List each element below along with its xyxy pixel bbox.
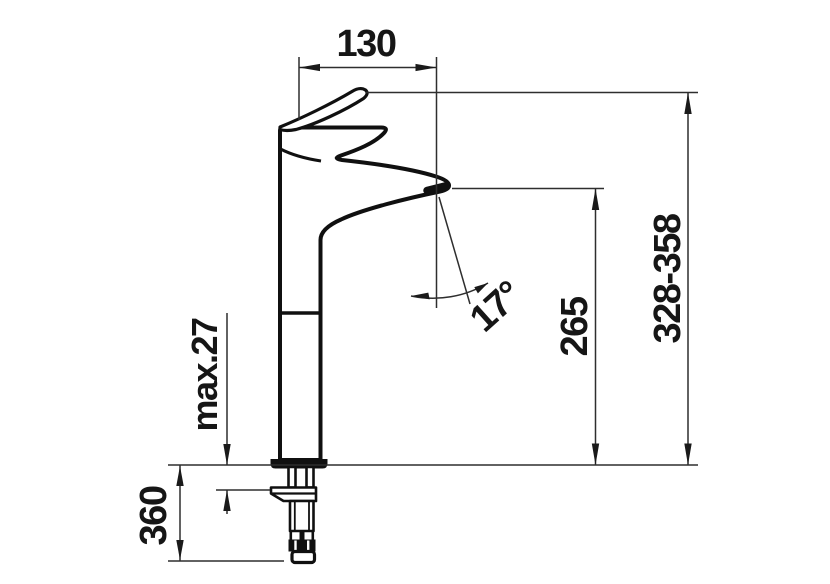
dimension-label-130: 130 — [337, 23, 396, 65]
dimension-label-spout-angle: 17° — [462, 274, 530, 341]
dimension-spout-angle: 17° — [410, 196, 530, 341]
angle-arrowhead-right — [474, 283, 488, 294]
supply-rod-left — [287, 465, 297, 489]
base-plate — [270, 459, 328, 469]
arrowhead-down — [223, 444, 231, 465]
arrowhead-left — [299, 63, 320, 72]
supply-rod-right — [305, 465, 315, 489]
dimension-deck-thickness: max.27 — [184, 313, 270, 514]
dimension-height-range: 328-358 — [366, 91, 698, 465]
lever-handle — [278, 86, 369, 133]
arrowhead-right — [415, 63, 437, 72]
shank-slot-mark — [299, 531, 305, 540]
fastening-nut — [288, 539, 316, 552]
faucet-drawing — [269, 86, 452, 565]
arrowhead-top — [684, 92, 692, 114]
threaded-shank — [288, 499, 315, 533]
dimension-spout-reach: 130 — [298, 23, 438, 308]
arrowhead-up — [223, 490, 231, 511]
arrowhead-bottom — [684, 443, 692, 465]
shank-bottom-cap — [290, 549, 317, 565]
cap-seam-line — [279, 147, 322, 163]
angle-arrowhead-left — [411, 292, 430, 300]
angle-leg-line — [438, 196, 471, 305]
dimension-label-height-range: 328-358 — [647, 214, 689, 343]
arrowhead-bottom — [176, 540, 184, 560]
arrowhead-top — [591, 188, 600, 210]
faucet-body-outline — [278, 125, 452, 462]
arrowhead-top — [176, 466, 184, 486]
arrowhead-bottom — [591, 443, 600, 465]
dimension-label-hose-length: 360 — [133, 486, 175, 545]
dimension-label-deck-thickness: max.27 — [184, 318, 225, 432]
dimension-hose-length: 360 — [133, 465, 284, 562]
dimension-label-outlet-height: 265 — [554, 296, 596, 356]
dimension-outlet-height: 265 — [452, 187, 604, 465]
